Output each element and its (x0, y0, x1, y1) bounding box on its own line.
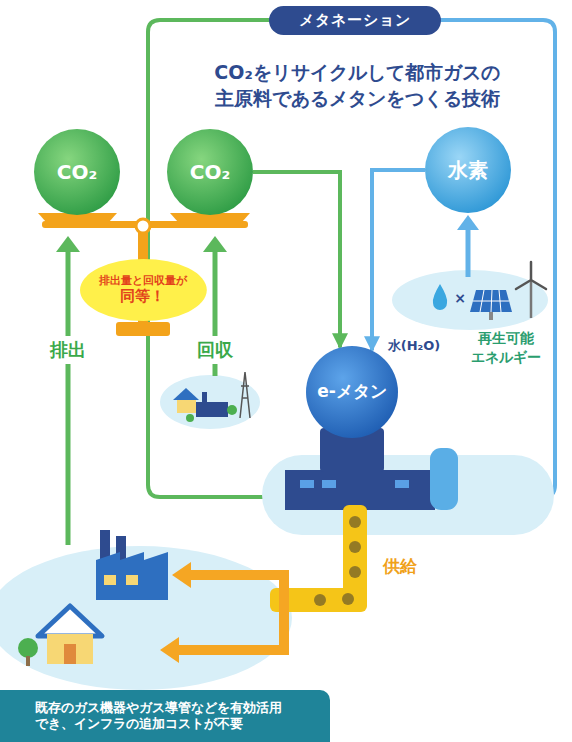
recovery-plants-icon-part (186, 414, 194, 422)
node-text: e-メタン (317, 381, 387, 402)
hydrogen-circle-fill (425, 127, 511, 213)
co2-circle: CO₂ (34, 129, 120, 215)
solar-panel-icon-part (473, 290, 509, 312)
supply-conveyor-part (349, 541, 361, 553)
ground-blob-part (160, 375, 260, 429)
balance-ellipse: 排出量と回収量が同等！ (80, 259, 207, 321)
recovery-plants-icon-part (202, 392, 207, 402)
flow-arrow (372, 170, 425, 351)
supply-conveyor-part (190, 575, 284, 600)
factory-icon-part (126, 575, 138, 585)
hydrogen-arrow (457, 215, 479, 277)
frame-line (148, 20, 555, 497)
factory-icon-part (96, 552, 168, 600)
recovery-plants-icon-part (173, 388, 199, 400)
ground-blob-part (392, 270, 548, 330)
ground-blob-part (0, 546, 292, 690)
recovery-plants-icon-part (240, 372, 250, 418)
co2-circle: CO₂ (167, 129, 253, 215)
ground-blob-part (262, 455, 554, 535)
node-text-group: e-メタン (317, 381, 387, 402)
node-text-group: 既存のガス機器やガス導管などを有効活用 でき、インフラの追加コストが不要 (35, 700, 295, 733)
supply-conveyor-part (178, 600, 284, 650)
balance-ellipse-fill (80, 259, 207, 321)
recovery-plants-icon (173, 372, 250, 422)
co2-circle-fill (167, 129, 253, 215)
emission-arrow-part (66, 250, 71, 545)
node-text-group: 排出量と回収量が同等！ (99, 274, 187, 306)
supply-conveyor-part (160, 637, 179, 663)
windmill-icon-part (530, 280, 533, 318)
node-text-group: CO₂ (190, 160, 230, 185)
solar-panel-icon (470, 290, 512, 320)
node-text: 排出量と回収量が (99, 274, 187, 287)
flow-arrow (253, 172, 340, 348)
recovery-label: 回収 (193, 336, 237, 364)
house-icon-part (47, 634, 93, 664)
water-label: 水(H₂O) (388, 337, 441, 355)
supply-label: 供給 (383, 555, 417, 578)
e-methane-circle-fill (306, 346, 398, 438)
water-drop-icon (433, 284, 447, 310)
subtitle-text: CO₂をリサイクルして都市ガスの 主原料であるメタンをつくる技術 (205, 60, 509, 111)
node-text: 水素 (448, 158, 488, 183)
balance-scale-part (116, 322, 170, 336)
methanation-plant (285, 428, 458, 510)
methanation-plant-part (322, 480, 336, 488)
methanation-plant-part (285, 470, 435, 510)
supply-conveyor-part (172, 562, 191, 588)
times-symbol: × (454, 289, 466, 308)
house-icon (18, 606, 102, 666)
node-text: CO₂ (190, 160, 230, 185)
supply-conveyor-part (342, 593, 354, 605)
node-text: 同等！ (99, 287, 187, 306)
windmill-icon-part (516, 262, 546, 289)
factory-icon-part (100, 530, 110, 560)
recovery-plants-icon-part (177, 400, 196, 413)
hydrogen-circle: 水素 (425, 127, 511, 213)
supply-conveyor-part (349, 566, 361, 578)
factory-icon-part (104, 575, 116, 585)
renewable-label: 再生可能 エネルギー (468, 329, 545, 367)
water-drop-icon-part (433, 284, 447, 310)
recovery-plants-icon-part (196, 402, 228, 417)
note-box: 既存のガス機器やガス導管などを有効活用 でき、インフラの追加コストが不要 (0, 690, 330, 742)
supply-conveyor-part (349, 516, 361, 528)
factory-icon (96, 530, 168, 600)
e-methane-circle: e-メタン (306, 346, 398, 438)
solar-panel-icon-part (489, 312, 493, 320)
node-text-group: 水素 (448, 158, 488, 183)
house-icon-part (26, 656, 30, 666)
emission-arrow (56, 236, 80, 545)
methanation-plant-part (430, 448, 458, 510)
hydrogen-arrow-part (466, 228, 471, 277)
hydrogen-arrow-part (457, 215, 479, 230)
node-text-group: CO₂ (57, 160, 97, 185)
solar-panel-icon-part (470, 290, 512, 312)
house-icon-part (64, 644, 76, 664)
house-icon-part (18, 638, 38, 658)
ground-blob (0, 270, 554, 690)
methanation-plant-part (395, 480, 409, 488)
recovery-plants-icon-part (227, 405, 237, 415)
supply-conveyor (160, 505, 367, 663)
recovery-arrow-part (203, 236, 227, 252)
title-pill: メタネーション (269, 6, 441, 35)
node-text: 既存のガス機器やガス導管などを有効活用 でき、インフラの追加コストが不要 (35, 700, 295, 733)
windmill-icon (516, 262, 546, 318)
node-text: CO₂ (57, 160, 97, 185)
emission-label: 排出 (46, 336, 90, 364)
co2-circle-fill (34, 129, 120, 215)
emission-arrow-part (56, 236, 80, 252)
methanation-plant-part (300, 480, 314, 488)
balance-scale-part (136, 219, 150, 233)
house-icon-part (38, 606, 102, 636)
supply-conveyor-part (314, 594, 326, 606)
